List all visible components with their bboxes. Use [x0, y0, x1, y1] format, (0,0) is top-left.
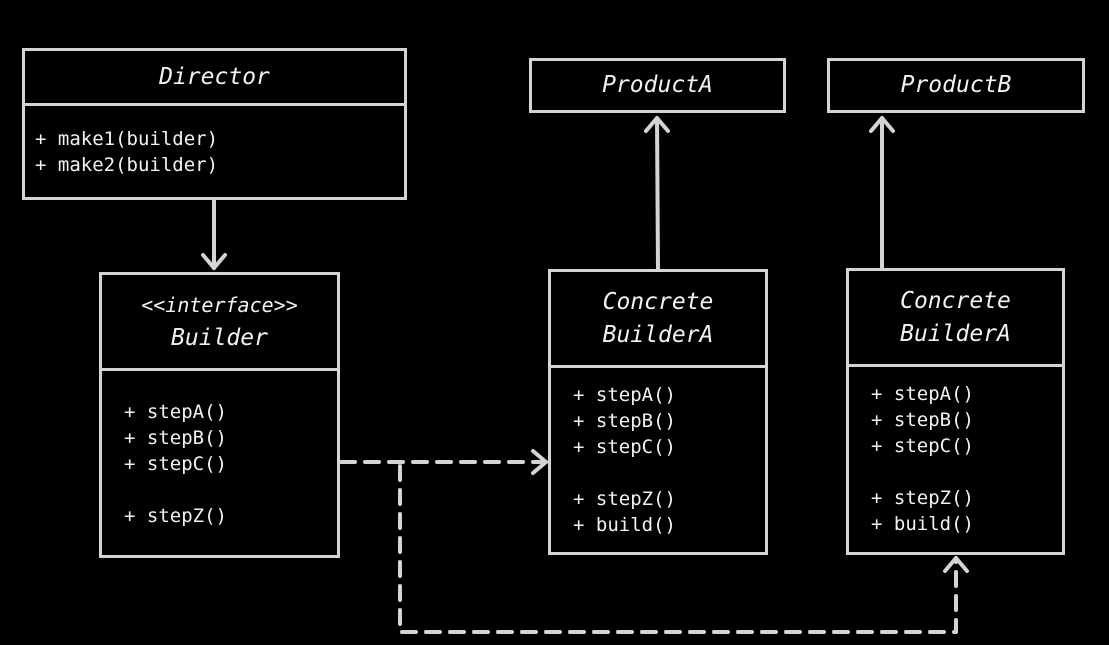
- concrete-builder-a-method: + stepC(): [573, 436, 676, 458]
- builder-stereotype: <<interface>>: [141, 292, 298, 317]
- director-method: + make2(builder): [35, 154, 219, 176]
- product-a-header: ProductA: [532, 61, 783, 110]
- method-group-gap: [573, 460, 765, 486]
- concrete-builder-b-method: + stepA(): [871, 383, 974, 405]
- builder-a-to-product-a-arrow: [644, 116, 670, 271]
- concrete-builder-a-method: + build(): [573, 514, 676, 536]
- builder-method: + stepA(): [124, 401, 227, 423]
- concrete-builder-b-method: + stepB(): [871, 409, 974, 431]
- concrete-builder-a-name-line1: Concrete: [602, 288, 714, 315]
- director-class: Director + make1(builder) + make2(builde…: [22, 48, 407, 200]
- builder-class-name: Builder: [171, 324, 268, 351]
- method-group-gap: [124, 477, 337, 503]
- concrete-builder-a-method: + stepZ(): [573, 488, 676, 510]
- builder-method: + stepC(): [124, 453, 227, 475]
- director-class-name: Director: [159, 63, 270, 90]
- director-to-builder-arrow: [201, 197, 227, 270]
- director-methods: + make1(builder) + make2(builder): [25, 106, 404, 178]
- product-b-header: ProductB: [830, 61, 1082, 110]
- concrete-builder-a-header: Concrete BuilderA: [551, 272, 765, 368]
- builder-header: <<interface>> Builder: [102, 275, 337, 371]
- builder-method: + stepZ(): [124, 505, 227, 527]
- builder-b-to-product-b-arrow: [869, 116, 895, 270]
- builder-method: + stepB(): [124, 427, 227, 449]
- builder-to-builder-b-dashed-arrow: [398, 464, 969, 634]
- director-method: + make1(builder): [35, 128, 219, 150]
- concrete-builder-b-method: + stepC(): [871, 435, 974, 457]
- director-header: Director: [25, 51, 404, 106]
- concrete-builder-b-name-line1: Concrete: [900, 287, 1011, 314]
- product-b-class: ProductB: [827, 58, 1085, 113]
- builder-to-builder-a-dashed-arrow: [339, 449, 548, 475]
- builder-methods: + stepA() + stepB() + stepC() + stepZ(): [102, 371, 337, 529]
- product-a-class-name: ProductA: [602, 72, 713, 98]
- concrete-builder-a-method: + stepB(): [573, 410, 676, 432]
- concrete-builder-b-method: + stepZ(): [871, 487, 974, 509]
- concrete-builder-b-method: + build(): [871, 513, 974, 535]
- concrete-builder-b-header: Concrete BuilderA: [849, 271, 1062, 367]
- concrete-builder-b-name-line2: BuilderA: [900, 320, 1011, 347]
- product-a-class: ProductA: [529, 58, 786, 113]
- method-group-gap: [871, 459, 1062, 485]
- concrete-builder-b-class: Concrete BuilderA + stepA() + stepB() + …: [846, 268, 1065, 555]
- concrete-builder-a-class: Concrete BuilderA + stepA() + stepB() + …: [548, 269, 768, 555]
- concrete-builder-b-methods: + stepA() + stepB() + stepC() + stepZ() …: [849, 367, 1062, 537]
- builder-interface-class: <<interface>> Builder + stepA() + stepB(…: [99, 272, 340, 558]
- concrete-builder-a-method: + stepA(): [573, 384, 676, 406]
- concrete-builder-a-name-line2: BuilderA: [602, 321, 714, 348]
- concrete-builder-a-methods: + stepA() + stepB() + stepC() + stepZ() …: [551, 368, 765, 538]
- product-b-class-name: ProductB: [900, 72, 1012, 98]
